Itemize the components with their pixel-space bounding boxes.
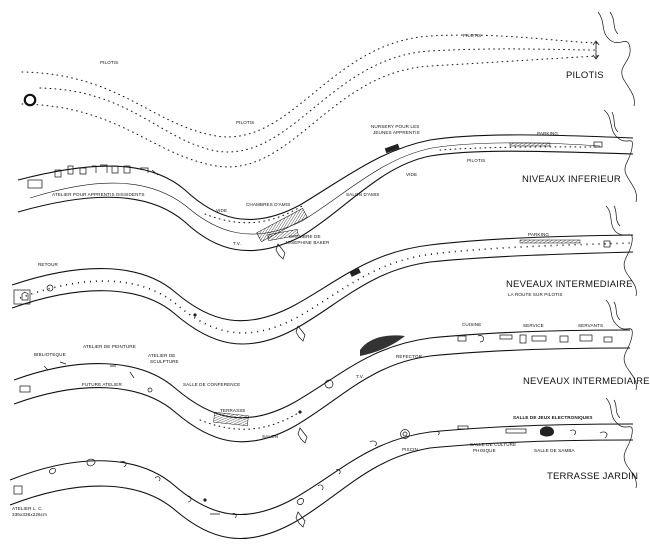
label-salon-amis: SALON D'AMIS (346, 192, 379, 197)
label-salon: SALON (262, 434, 278, 439)
label-pilotis-3: PILOTIS (463, 33, 481, 38)
level-title-terrasse-jardin: TERRASSE JARDIN (547, 471, 638, 482)
level-title-neveaux-intermediaire-2: NEVEAUX INTERMEDIAIRE (523, 376, 650, 387)
label-parking: PARKING (537, 131, 558, 136)
level-title-neveaux-intermediaire-1: NEVEAUX INTERMEDIAIRE (506, 279, 633, 290)
label-bibliotheque: BIBLIOTEQUE (34, 352, 66, 357)
level-title-pilotis: PILOTIS (566, 70, 604, 81)
label-pilotis-1: PILOTIS (100, 60, 118, 65)
level-title-niveaux-inferieur: NIVEAUX INFERIEUR (522, 174, 621, 185)
label-vide-2: VIDE (216, 208, 227, 213)
label-atelier-lc: ATELIER L. C. (12, 506, 43, 511)
label-atelier-dimensions: 336x336x226cm (12, 512, 47, 517)
label-culture-physique-2: PHISIQUE (473, 448, 496, 453)
label-tv-2: T.V. (356, 374, 364, 379)
samba-shape (540, 426, 554, 437)
plan-pilotis: PILOTIS PILOTIS PILOTIS PILOTIS (21, 33, 604, 168)
coastline (597, 11, 637, 489)
label-culture-physique-1: SALLE DE CULTURE (470, 442, 516, 447)
level-sublabel-route: LA ROUTE SUR PILOTIS (508, 292, 563, 297)
label-atelier-sculpture-2: SCULPTURE (150, 359, 179, 364)
label-chambre-josephine-1: CHAMBRE DE (289, 234, 321, 239)
label-retour: RETOUR (38, 262, 58, 267)
plan-niveaux-inferieur: NURSERY POUR LES JEUNES APPRENTIS PARKIN… (17, 124, 634, 260)
label-salle-conference: SALLE DE CONFERENCE (183, 382, 240, 387)
label-terrasse: TERRASSE (220, 408, 246, 413)
label-chambre-josephine-2: JOSEPHINE BAKER (285, 240, 330, 245)
label-salle-jeux: SALLE DE JEUX ELECTRONIQUES (513, 415, 593, 420)
label-nursery-1: NURSERY POUR LES (371, 124, 419, 129)
label-atelier-peinture: ATELIER DE PEINTURE (83, 344, 136, 349)
plan-neveaux-intermediaire-route: RETOUR PARKING NEVEAUX INTERMEDIAIRE LA … (11, 232, 634, 345)
refectory-shape (360, 335, 405, 356)
label-pilotis: PILOTIS (467, 158, 485, 163)
label-piscine: PISCIN (402, 447, 418, 452)
label-parking-2: PARKING (528, 232, 549, 237)
label-nursery-2: JEUNES APPRENTIS (373, 130, 420, 135)
label-atelier-sculpture-1: ATELIER DE (148, 353, 175, 358)
label-pilotis-2: PILOTIS (236, 120, 254, 125)
label-vide-1: VIDE (406, 172, 417, 177)
label-chambres-amis: CHAMBRES D'AMIS (246, 202, 290, 207)
pointing-hand-icon-2 (295, 325, 306, 342)
label-refector: REFECTOR (396, 354, 423, 359)
label-salle-samba: SALLE DE SAMBA (534, 448, 576, 453)
pointing-hand-icon (275, 243, 286, 260)
pointing-hand-icon-3 (297, 427, 308, 444)
label-future-atelier: FUTURE ATELIER (82, 382, 122, 387)
plan-neveaux-intermediaire: CUISINE SERVICE SERVANTS REFECTOR ATELIE… (13, 322, 650, 444)
label-service: SERVICE (523, 323, 544, 328)
label-servants: SERVANTS (578, 323, 603, 328)
tower-marker (23, 93, 37, 107)
pointing-hand-icon-4 (295, 511, 306, 528)
plan-terrasse-jardin: SALLE DE JEUX ELECTRONIQUES PISCIN SALLE… (9, 415, 638, 540)
label-tv: T.V. (233, 241, 241, 246)
label-cuisine: CUISINE (462, 322, 481, 327)
label-atelier-dissidents: ATELIER POUR APPRENTIS DISSIDENTS (52, 192, 145, 197)
